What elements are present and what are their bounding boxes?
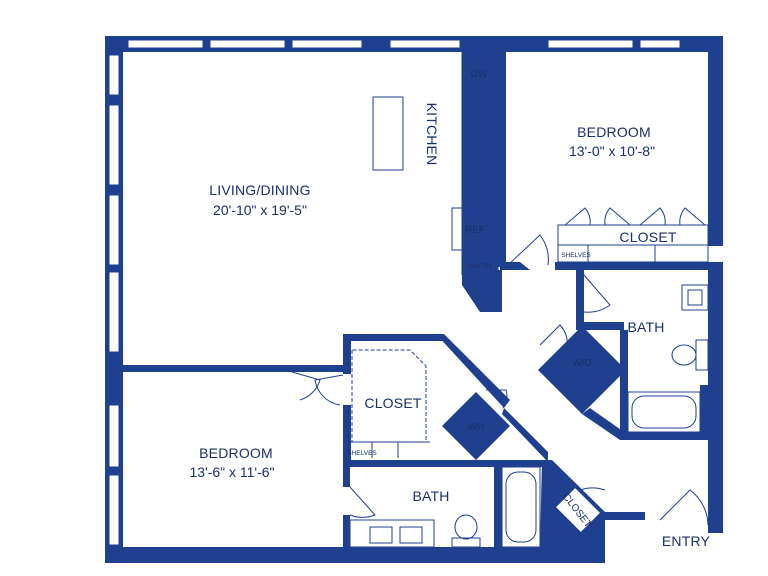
shelves1-label: SHELVES [561, 252, 591, 259]
wd-label: W/D [572, 358, 591, 369]
closet2-details [291, 349, 508, 458]
bath1-vanity [681, 284, 709, 311]
kitchen-island [372, 96, 404, 171]
ref-label: REF [465, 225, 485, 236]
walls [105, 36, 723, 563]
closet1-label: CLOSET [619, 229, 676, 245]
cooktop [461, 147, 497, 191]
kitchen-label: KITCHEN [424, 103, 440, 166]
bath1-fixtures [539, 274, 709, 433]
living-dining-dim: 20'-10" x 19'-5" [213, 202, 307, 218]
bath1-tub [627, 391, 701, 433]
bath2-vanity [349, 519, 435, 548]
bedroom2-label: BEDROOM [199, 445, 273, 461]
shelves2-label: SHELVES [347, 450, 377, 457]
bath2-label: BATH [412, 488, 449, 504]
pantry [461, 253, 499, 275]
windows [108, 39, 681, 546]
living-dining-label: LIVING/DINING [209, 182, 310, 198]
bedroom1-dim: 13'-0" x 10'-8" [569, 143, 655, 159]
wh-label: WH [468, 422, 485, 433]
closet3-box [554, 486, 602, 534]
bath2-tub [501, 466, 541, 548]
kitchen-sink [465, 95, 493, 129]
entry-label: ENTRY [662, 533, 711, 549]
bedroom1-details [507, 207, 709, 266]
labels: LIVING/DINING 20'-10" x 19'-5" KITCHEN B… [189, 69, 710, 549]
bath2-toilet [454, 514, 478, 540]
bedroom2-dim: 13'-6" x 11'-6" [189, 464, 274, 480]
bath1-label: BATH [627, 319, 664, 335]
bath2-fixtures [349, 466, 709, 548]
refrigerator [451, 207, 495, 251]
bath1-toilet [671, 344, 697, 366]
kitchen-fixtures [372, 52, 499, 275]
bedroom1-label: BEDROOM [577, 124, 651, 140]
pantry-label: PANTRY [467, 263, 493, 270]
closet2-label: CLOSET [364, 395, 421, 411]
dw-label: DW [471, 69, 488, 80]
dishwasher [463, 57, 495, 89]
